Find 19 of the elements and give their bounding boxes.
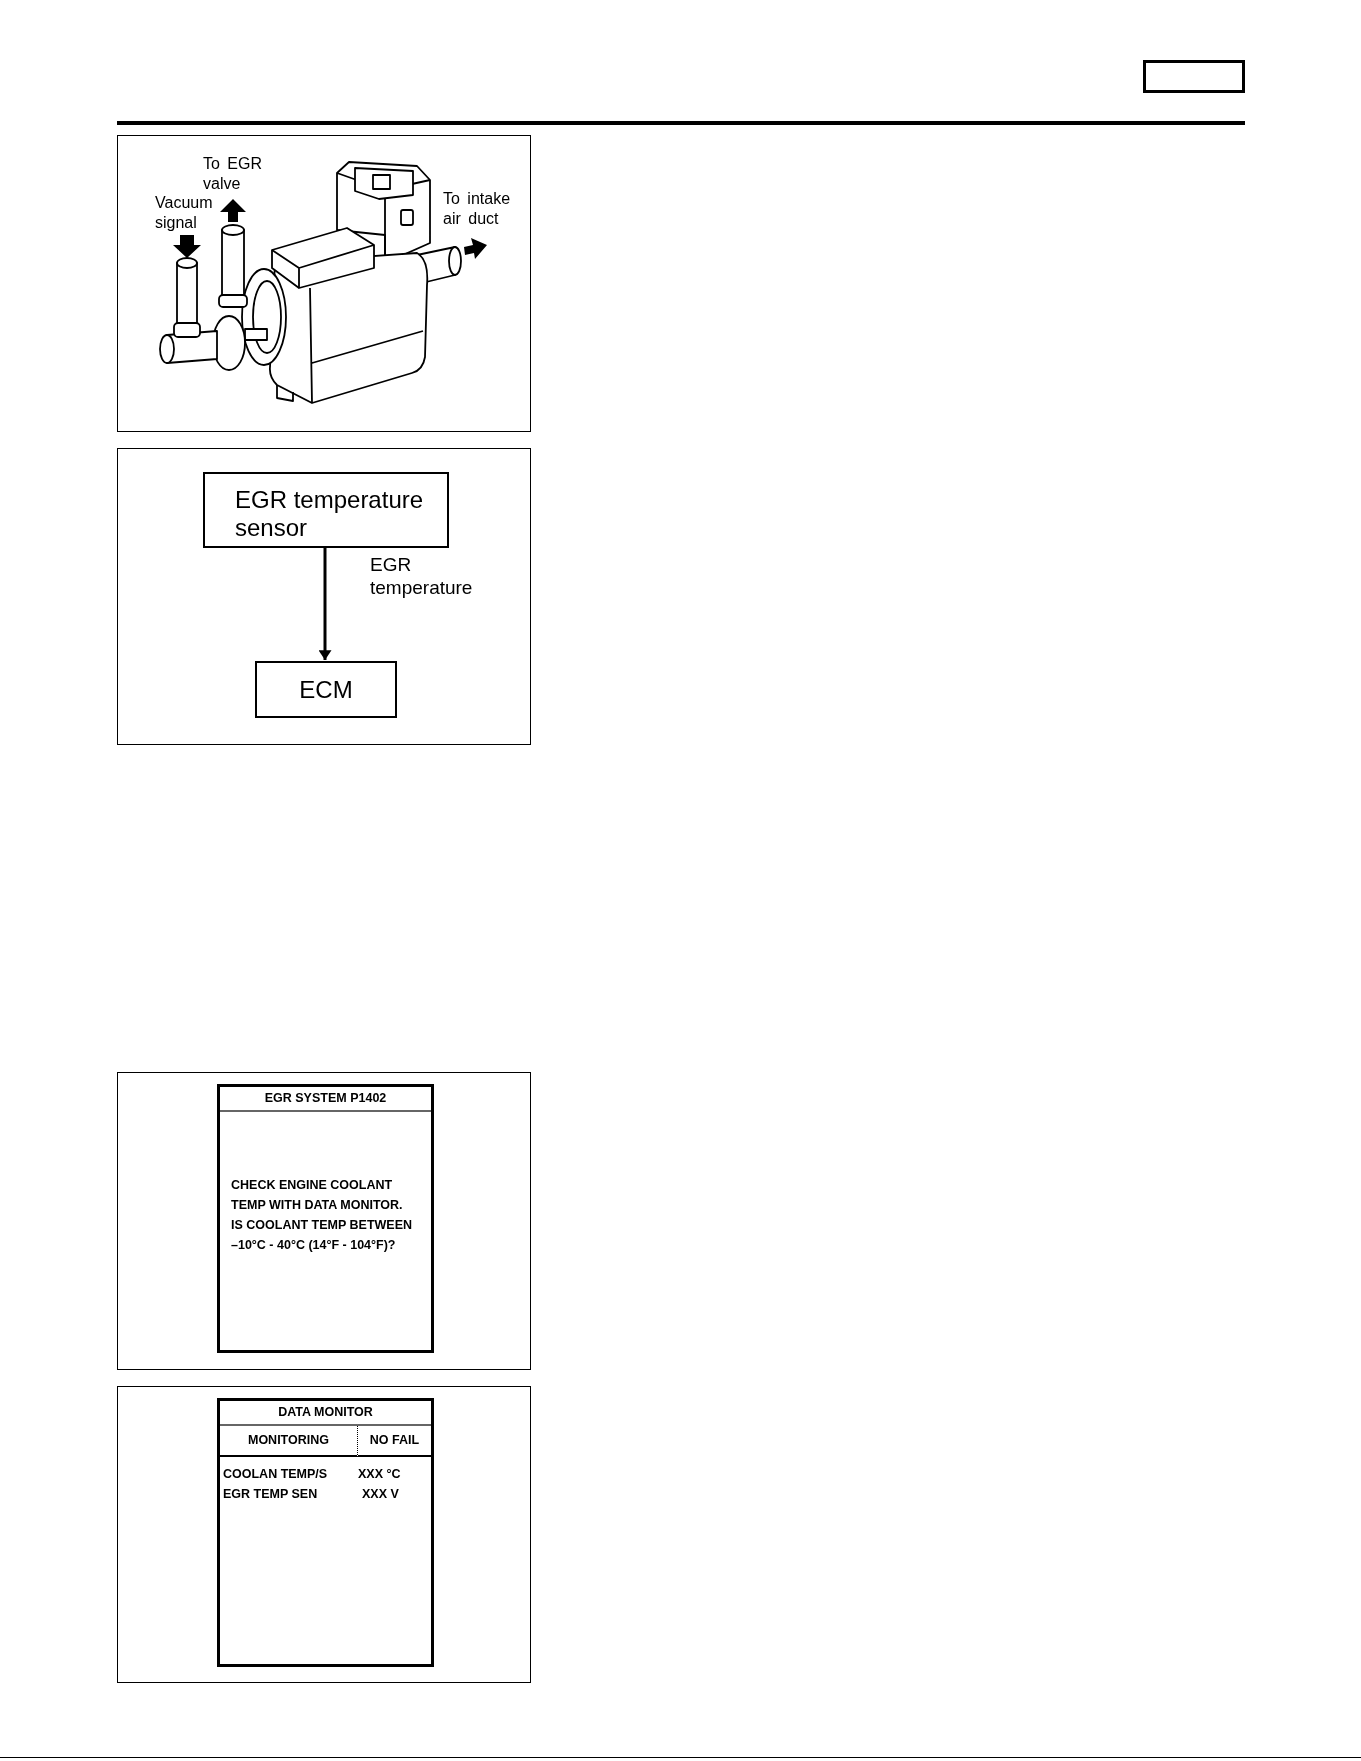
- process-box: ECM: [255, 661, 397, 718]
- screen-title: EGR SYSTEM P1402: [220, 1087, 431, 1112]
- data-label: EGR TEMP SEN: [223, 1486, 318, 1503]
- flow-label: To intake air duct: [443, 189, 512, 229]
- data-value: XXX °C: [358, 1466, 401, 1483]
- process-box: EGR temperature sensor: [203, 472, 449, 548]
- edge-label: EGR temperature: [370, 553, 474, 599]
- column-header: MONITORING: [220, 1426, 358, 1457]
- screen-title: DATA MONITOR: [220, 1401, 431, 1426]
- arrow: [318, 546, 331, 660]
- flow-label: To EGR valve: [203, 154, 263, 194]
- data-label: COOLAN TEMP/S: [223, 1466, 328, 1483]
- section-tab: [1143, 60, 1245, 93]
- screen-display: [217, 1398, 434, 1667]
- screen-message: CHECK ENGINE COOLANT TEMP WITH DATA MONITOR. IS COOLANT TEMP BETWEEN –10°C - 40°C (14°F - 104°F)?: [231, 1177, 414, 1254]
- screen-display: [217, 1084, 434, 1353]
- flow-label: Vacuum signal: [155, 193, 214, 233]
- column-header: NO FAIL: [358, 1426, 431, 1457]
- data-value: XXX V: [362, 1486, 399, 1503]
